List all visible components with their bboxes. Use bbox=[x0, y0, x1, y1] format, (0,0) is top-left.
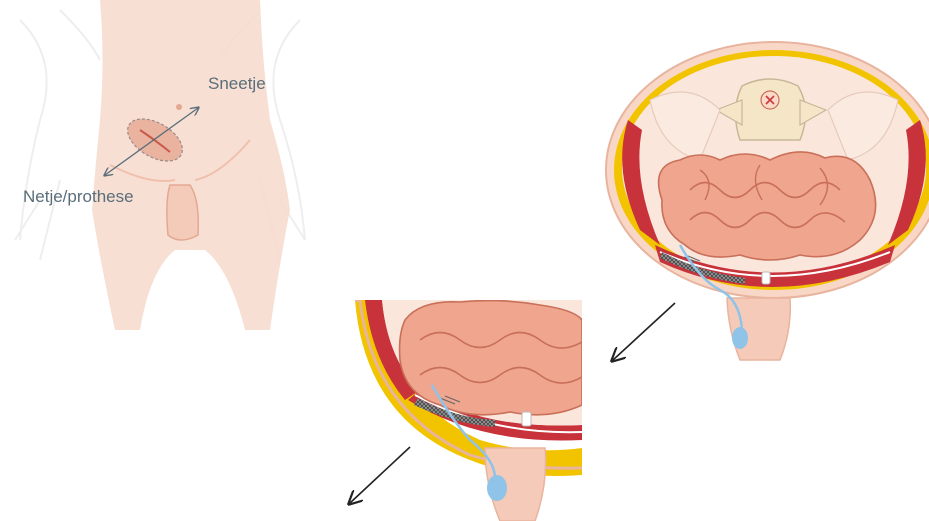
intestines bbox=[659, 152, 876, 260]
incision-label: Sneetje bbox=[208, 74, 266, 94]
body-front-view bbox=[15, 0, 305, 330]
arrow-to-detail bbox=[613, 303, 675, 360]
zoomed-detail bbox=[355, 300, 582, 521]
mesh-label: Netje/prothese bbox=[23, 187, 134, 207]
drain-bulb bbox=[732, 327, 748, 349]
abdomen-cross-section bbox=[606, 42, 929, 360]
navel bbox=[176, 104, 182, 110]
